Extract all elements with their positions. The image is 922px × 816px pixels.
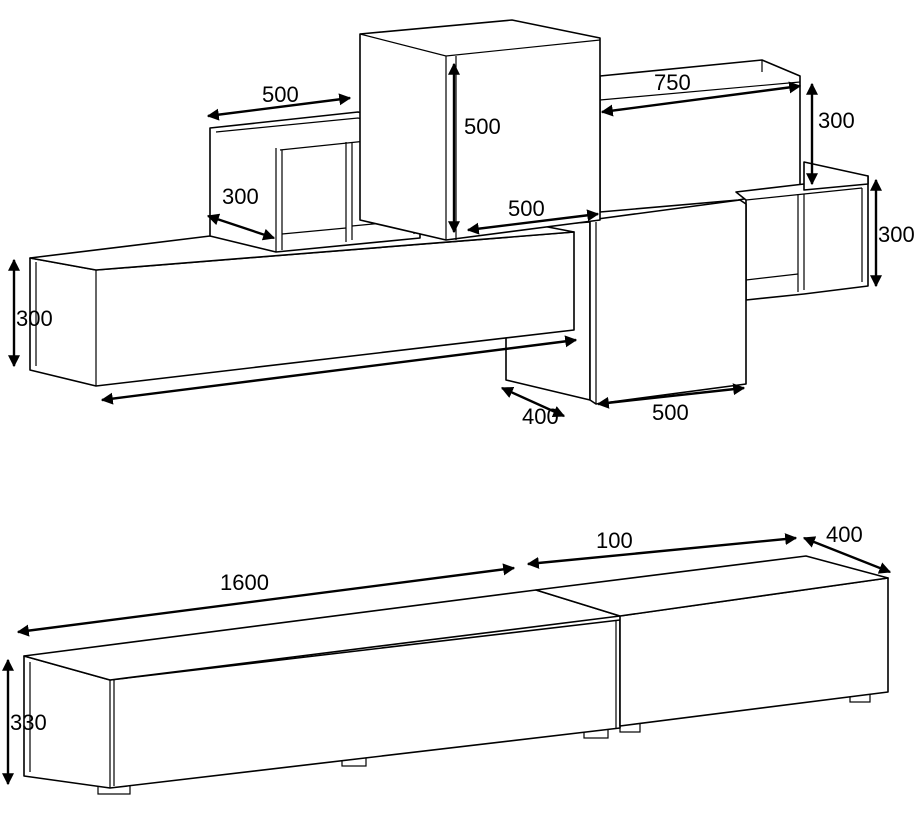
lower-box-width-label: 500 <box>652 400 689 425</box>
right-open-shelf <box>735 161 869 301</box>
dimension-lines-tv-stand <box>2 533 892 786</box>
tv-stand-right-section-label: 100 <box>596 528 633 553</box>
long-cabinet-height-label: 300 <box>16 306 53 331</box>
top-right-box-height-label: 300 <box>818 108 855 133</box>
upper-wall-unit: 500 300 500 500 750 300 300 300 400 500 <box>8 19 915 429</box>
small-shelf-width-label: 500 <box>262 82 299 107</box>
dimension-lines-upper <box>8 62 882 418</box>
tv-stand-height-label: 330 <box>10 710 47 735</box>
tall-cabinet-width-label: 500 <box>508 196 545 221</box>
tv-stand-depth-label: 400 <box>826 522 863 547</box>
top-right-box-width-label: 750 <box>654 70 691 95</box>
lower-box-depth-label: 400 <box>522 404 559 429</box>
tv-stand-length-label: 1600 <box>220 570 269 595</box>
small-shelf-depth-label: 300 <box>222 184 259 209</box>
tv-stand: 1600 100 400 330 <box>2 522 892 795</box>
tall-cabinet-height-label: 500 <box>464 114 501 139</box>
right-shelf-height-label: 300 <box>878 222 915 247</box>
